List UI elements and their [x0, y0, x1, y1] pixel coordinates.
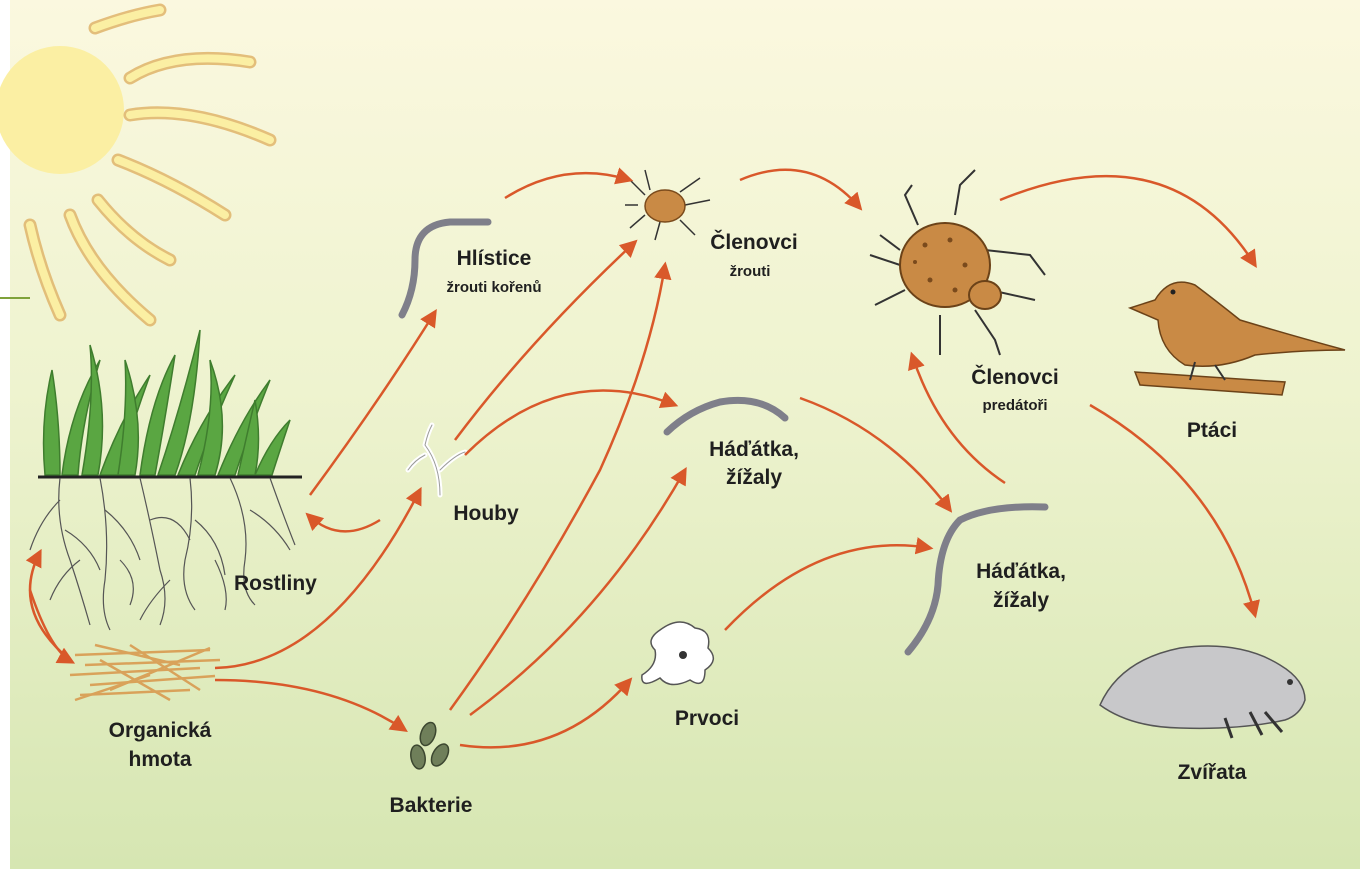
label-animals: Zvířata — [1178, 761, 1247, 784]
label-worms-right-line2: žížaly — [993, 589, 1049, 612]
label-protozoa: Prvoci — [675, 707, 739, 730]
label-organic-matter-line2: hmota — [129, 748, 192, 771]
label-nematodes-title: Hlístice — [457, 247, 532, 270]
label-arthropods-predators-sub: predátoři — [982, 397, 1047, 414]
label-worms-right-line1: Háďátka, — [976, 560, 1066, 583]
label-worms-mid-line2: žížaly — [726, 466, 782, 489]
label-fungi: Houby — [453, 502, 519, 525]
label-bacteria: Bakterie — [390, 794, 473, 817]
label-birds: Ptáci — [1187, 419, 1237, 442]
label-nematodes-sub: žrouti kořenů — [446, 279, 541, 296]
label-arthropods-predators-title: Členovci — [971, 365, 1059, 389]
label-arthropods-eaters-sub: žrouti — [730, 263, 771, 280]
label-organic-matter-line1: Organická — [109, 719, 212, 742]
label-plants: Rostliny — [234, 572, 317, 595]
label-worms-mid-line1: Háďátka, — [709, 438, 799, 461]
label-arthropods-eaters-title: Členovci — [710, 230, 798, 254]
